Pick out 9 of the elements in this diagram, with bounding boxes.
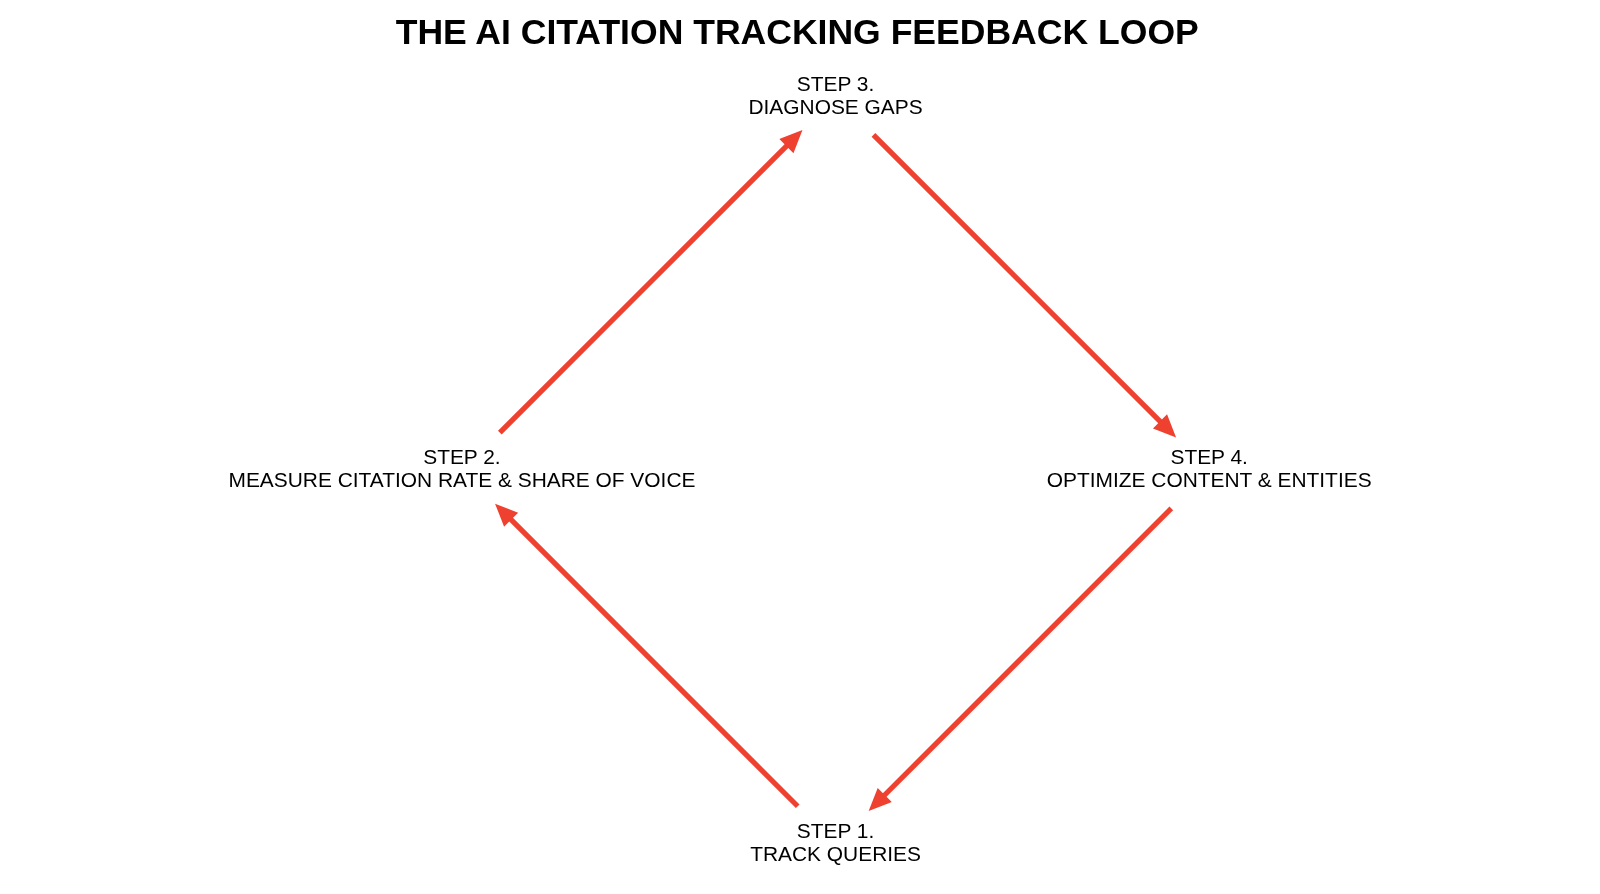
arrow — [871, 132, 1177, 438]
node-text: STEP 4. OPTIMIZE CONTENT & ENTITIES — [1046, 445, 1372, 492]
node-text: STEP 3. DIAGNOSE GAPS — [748, 71, 923, 118]
diagram-title: THE AI CITATION TRACKING FEEDBACK LOOP — [395, 11, 1199, 52]
arrow — [868, 506, 1174, 812]
node-text: STEP 1. TRACK QUERIES — [750, 818, 921, 865]
arrow — [495, 503, 800, 809]
arrow — [498, 130, 803, 435]
node-text: STEP 2. MEASURE CITATION RATE & SHARE OF VOICE — [228, 445, 696, 492]
